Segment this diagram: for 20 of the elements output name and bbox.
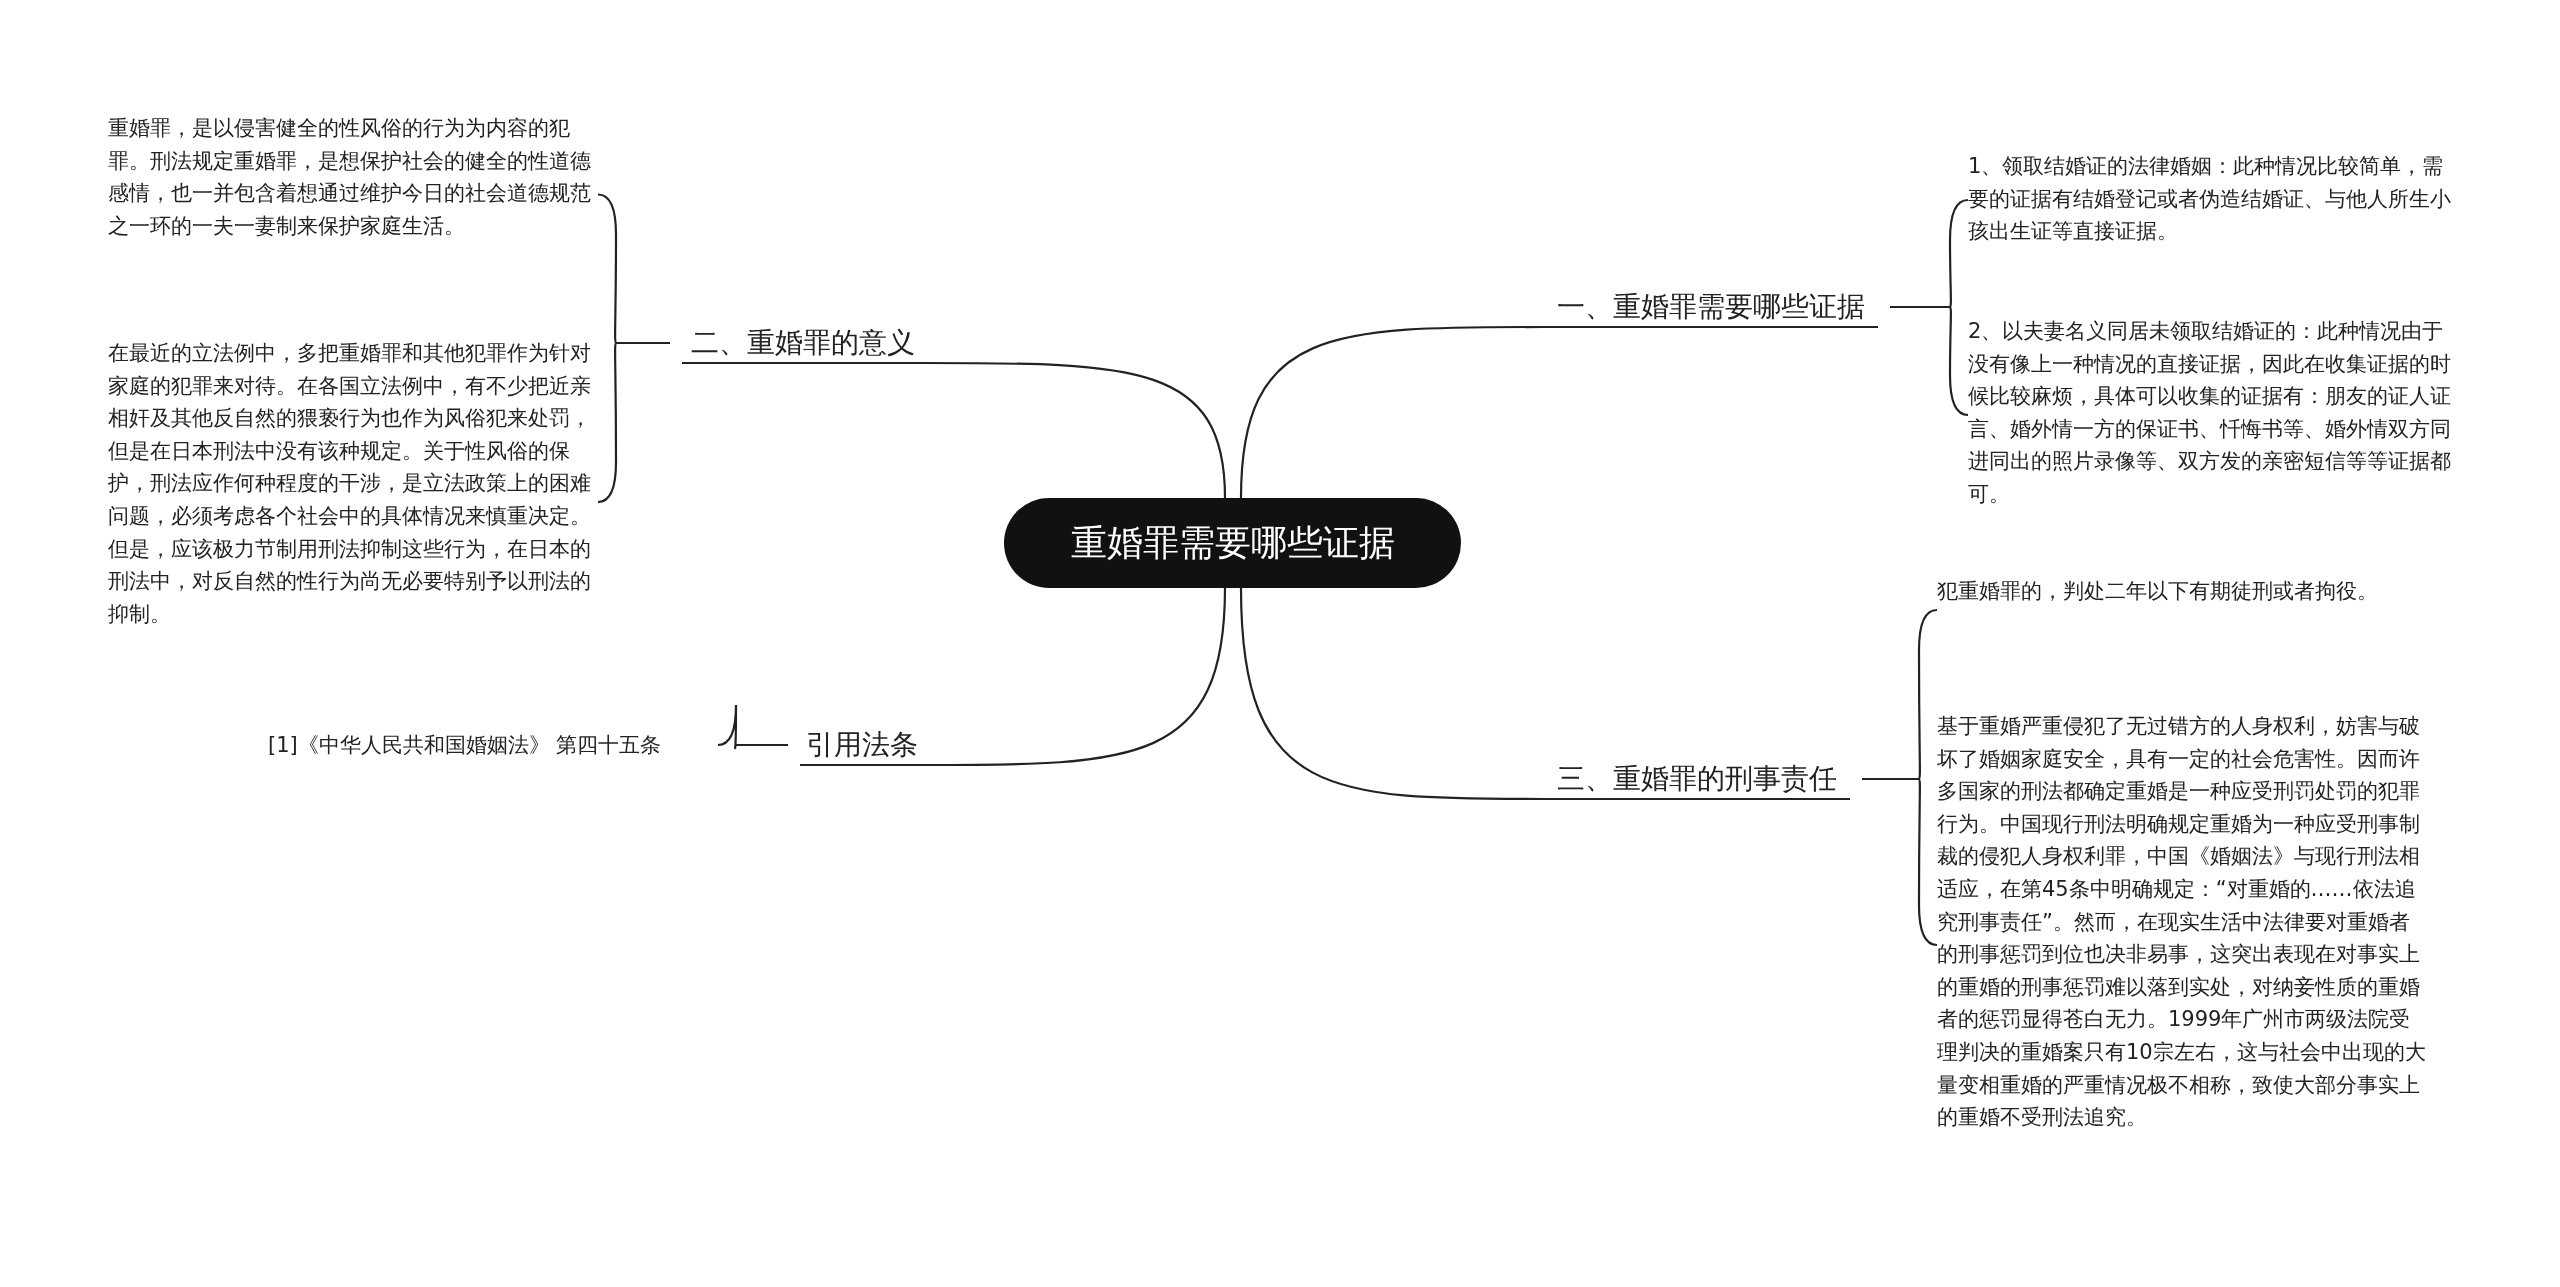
note-text: 1、领取结婚证的法律婚姻：此种情况比较简单，需要的证据有结婚登记或者伪造结婚证、与他人所生小孩出生证等直接证据。	[1968, 153, 2452, 246]
branch-topic: 三、重婚罪的刑事责任	[1555, 761, 1838, 797]
note-text: 重婚罪，是以侵害健全的性风俗的行为为内容的犯罪。刑法规定重婚罪，是想保护社会的健全的性道德感情，也一并包含着想通过维护今日的社会道德规范之一环的一夫一妻制来保护家庭生活。	[108, 115, 592, 240]
connector-line	[717, 703, 788, 748]
note-text: [1]《中华人民共和国婚姻法》 第四十五条	[268, 732, 663, 759]
note-text: 在最近的立法例中，多把重婚罪和其他犯罪作为针对家庭的犯罪来对待。在各国立法例中，有不少把近亲相奸及其他反自然的猥亵行为也作为风俗犯来处罚，但是在日本刑法中没有该种规定。关于性风俗的保护，刑法应作何种程度的干涉，是立法政策上的困难问题，必须考虑各个社会中的具体情况来慎重决定。但是，应该极力节制用刑法抑制这些行为，在日本的刑法中，对反自然的性行为尚无必要特别予以刑法的抑制。	[108, 340, 592, 628]
connector-line	[800, 587, 1227, 767]
branch-topic: 二、重婚罪的意义	[689, 325, 916, 361]
connector-line	[597, 341, 670, 504]
topic-title: 重婚罪需要哪些证据	[1070, 520, 1395, 565]
note-text: 2、以夫妻名义同居未领取结婚证的：此种情况由于没有像上一种情况的直接证据，因此在收集证据的时候比较麻烦，具体可以收集的证据有：朋友的证人证言、婚外情一方的保证书、忏悔书等、婚外情双方同进同出的照片录像等、双方发的亲密短信等等证据都可。	[1968, 318, 2452, 508]
branch-topic: 一、重婚罪需要哪些证据	[1555, 289, 1866, 325]
connector-line	[1239, 587, 1850, 801]
note-text: 犯重婚罪的，判处二年以下有期徒刑或者拘役。	[1937, 578, 2379, 605]
connector-line	[1890, 305, 1969, 417]
connector-line	[682, 361, 1227, 499]
note-text: 基于重婚严重侵犯了无过错方的人身权利，妨害与破坏了婚姻家庭安全，具有一定的社会危害性。因而许多国家的刑法都确定重婚是一种应受刑罚处罚的犯罪行为。中国现行刑法明确规定重婚为一种应受刑事制裁的侵犯人身权利罪，中国《婚姻法》与现行刑法相适应，在第45条中明确规定：“对重婚的……依法追究刑事责任”。然而，在现实生活中法律要对重婚者的刑事惩罚到位也决非易事，这突出表现在对事实上的重婚的刑事惩罚难以落到实处，对纳妾性质的重婚者的惩罚显得苍白无力。1999年广州市两级法院受理判决的重婚案只有10宗左右，这与社会中出现的大量变相重婚的严重情况极不相称，致使大部分事实上的重婚不受刑法追究。	[1937, 713, 2427, 1132]
connector-line	[1239, 325, 1878, 499]
connector-line	[1862, 777, 1938, 947]
branch-topic: 引用法条	[805, 727, 919, 763]
